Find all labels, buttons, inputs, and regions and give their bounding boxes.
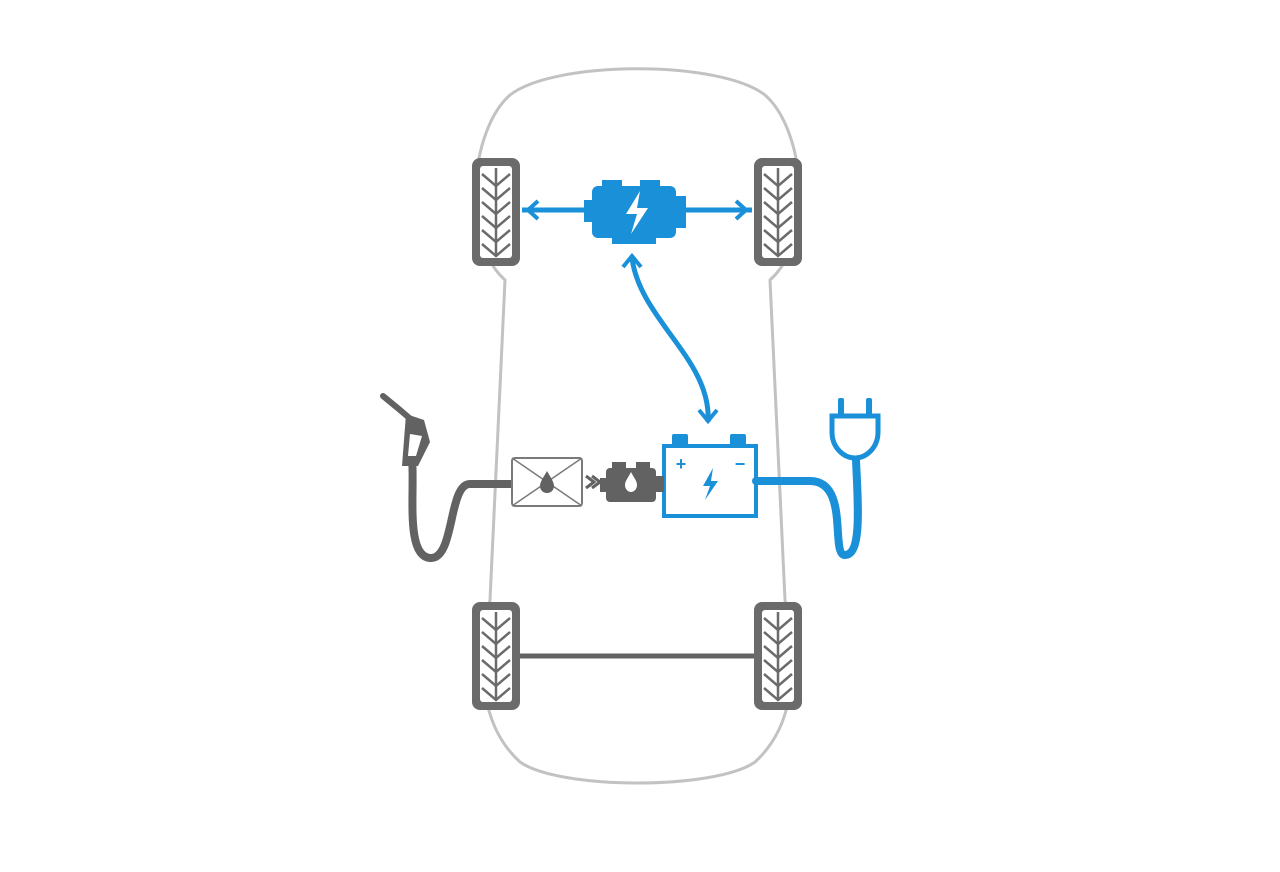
electric-motor-icon (584, 180, 686, 244)
tire-icon (470, 600, 522, 712)
fuel-tank-icon (511, 457, 583, 507)
car-body-outline (473, 67, 802, 785)
fuel-hose (408, 454, 516, 562)
battery-minus-label: − (735, 454, 746, 474)
battery-plus-label: + (676, 454, 687, 474)
fuel-pump-nozzle-icon (380, 393, 430, 466)
charging-plug-icon (829, 398, 881, 461)
charging-cable (752, 456, 862, 560)
combustion-engine-icon (600, 462, 664, 502)
lightning-icon (703, 468, 718, 500)
tank-to-engine-arrow (585, 474, 603, 490)
battery-icon: + − (662, 434, 758, 518)
tire-icon (752, 600, 804, 712)
tire-icon (752, 156, 804, 268)
lightning-icon (626, 191, 648, 234)
fuel-drop-icon (540, 471, 554, 493)
tire-icon (470, 156, 522, 268)
battery-to-motor-cable (629, 257, 711, 423)
fuel-drop-icon (625, 472, 637, 492)
